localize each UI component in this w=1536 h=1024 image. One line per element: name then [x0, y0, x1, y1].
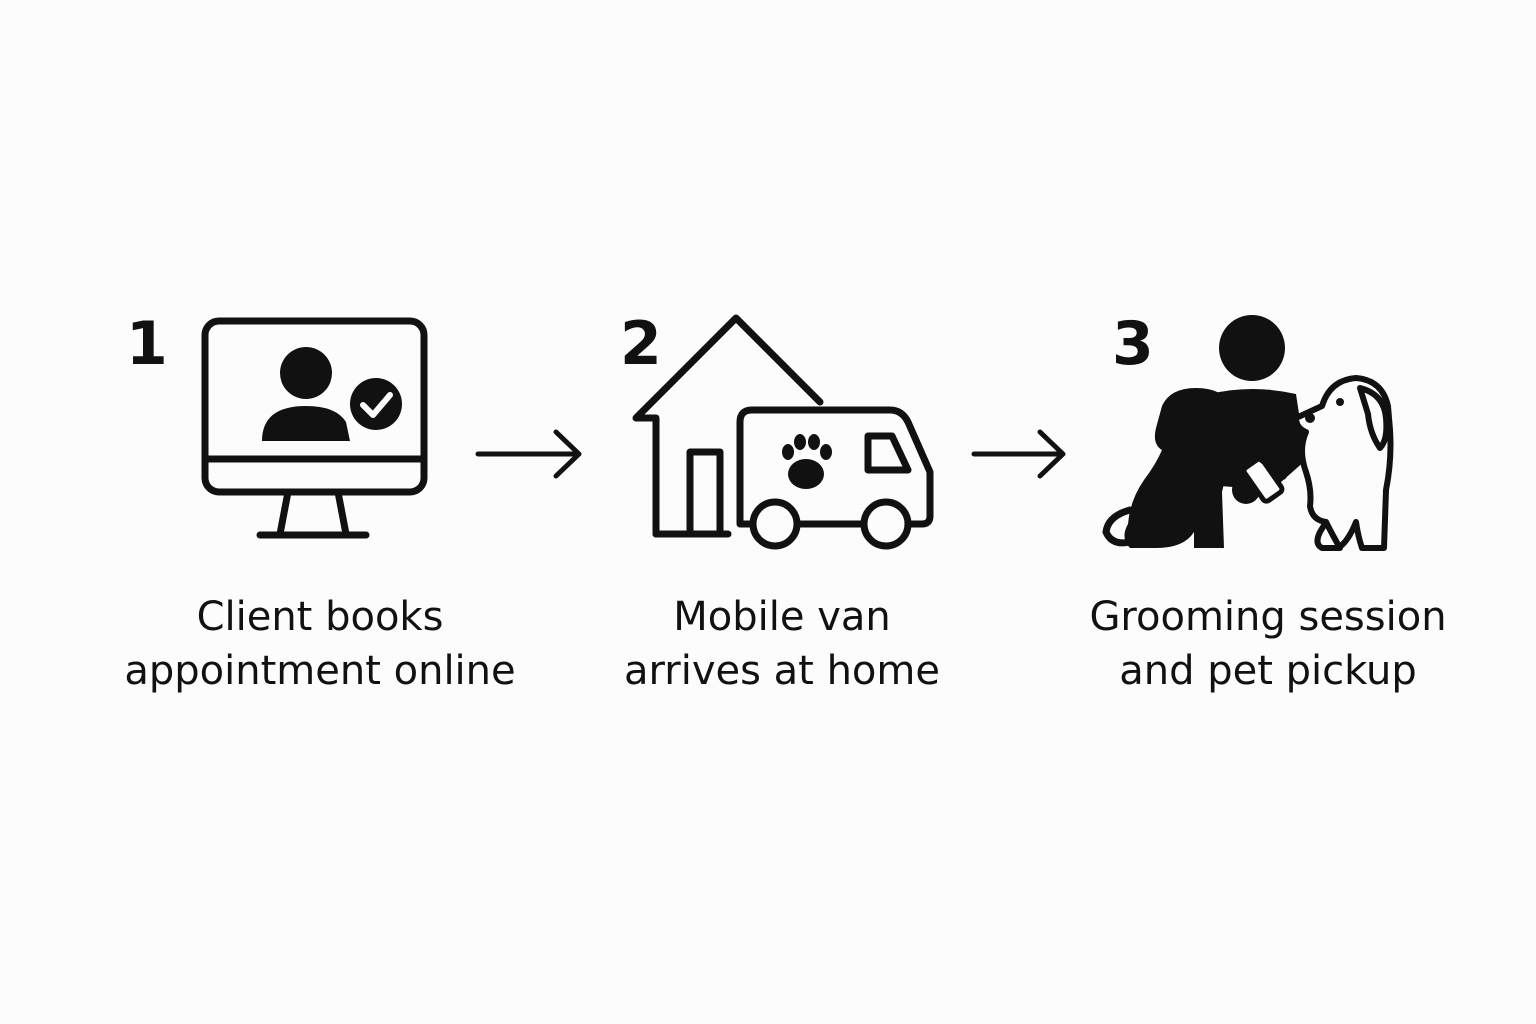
arrow-right-icon — [971, 429, 1066, 479]
arrow-right-icon — [475, 429, 582, 479]
step-2-number: 2 — [620, 309, 662, 379]
step-1-caption-line-1: Client books — [196, 594, 444, 640]
step-3-caption-line-2: and pet pickup — [1119, 648, 1417, 694]
step-2-caption-line-1: Mobile van — [673, 594, 891, 640]
step-2-caption-line-2: arrives at home — [624, 648, 940, 694]
step-1-number: 1 — [126, 309, 168, 379]
step-3-caption: Grooming session and pet pickup — [1038, 590, 1498, 698]
groomer-pets-comb-icon — [1102, 315, 1394, 551]
step-1-caption-line-2: appointment online — [124, 648, 516, 694]
step-3-number: 3 — [1112, 309, 1154, 379]
computer-user-check-icon — [201, 317, 428, 539]
house-van-paw-icon — [632, 314, 934, 550]
step-2-caption: Mobile van arrives at home — [552, 590, 1012, 698]
step-3-caption-line-1: Grooming session — [1089, 594, 1447, 640]
step-1-caption: Client books appointment online — [90, 590, 550, 698]
